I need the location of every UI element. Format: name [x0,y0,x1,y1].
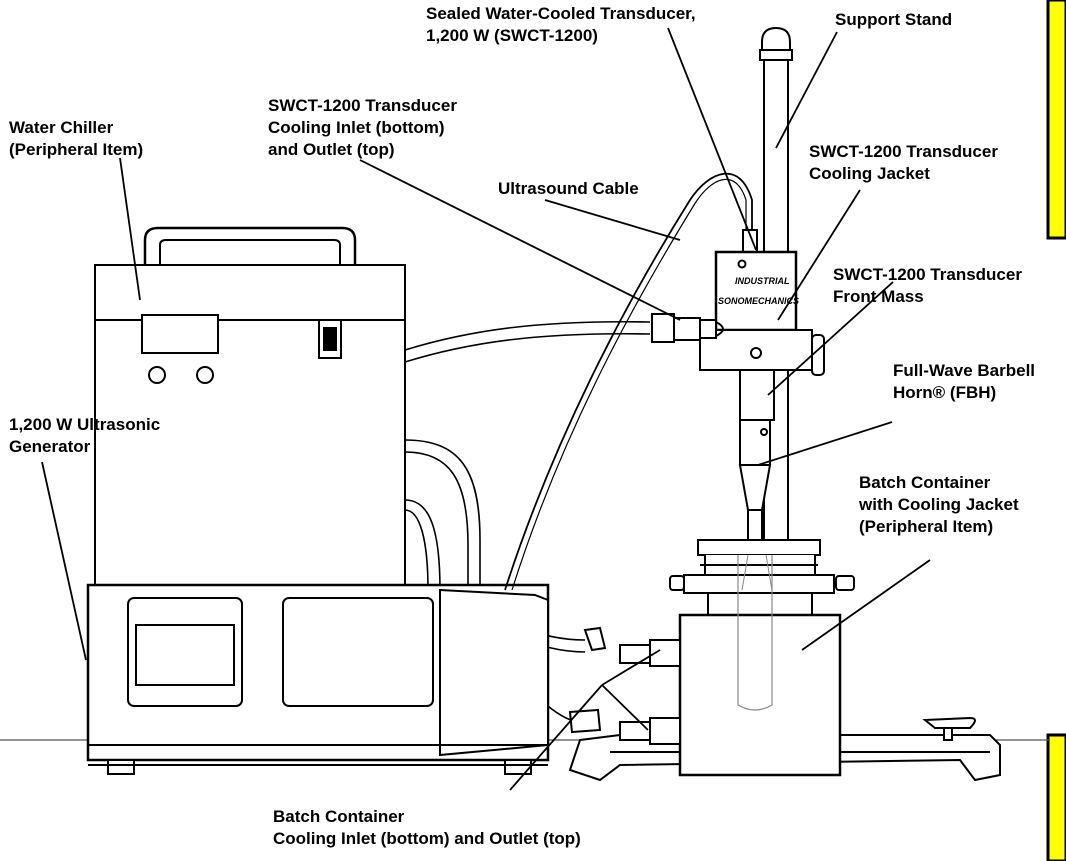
leader-lines [41,27,931,791]
label-transducer: Sealed Water-Cooled Transducer, 1,200 W … [426,4,696,45]
brand-text-line2: SONOMECHANICS [718,296,799,306]
label-front-mass: SWCT-1200 Transducer Front Mass [833,265,1022,306]
label-transducer-cooling-inlet: SWCT-1200 Transducer Cooling Inlet (bott… [268,96,457,159]
label-cooling-jacket: SWCT-1200 Transducer Cooling Jacket [809,142,998,183]
yellow-block-top [1046,0,1066,240]
chiller-display [141,314,219,354]
water-chiller [94,226,406,596]
label-barbell-horn: Full-Wave Barbell Horn® (FBH) [893,361,1036,402]
brand-text-line1: INDUSTRIAL [735,276,790,286]
label-ultrasound-cable: Ultrasound Cable [498,179,639,198]
yellow-block-bottom [1046,733,1066,861]
label-batch-container: Batch Container with Cooling Jacket (Per… [859,473,1019,536]
ultrasound-cable [504,172,753,591]
label-generator: 1,200 W Ultrasonic Generator [9,415,161,456]
label-batch-cooling-inlet: Batch Container Cooling Inlet (bottom) a… [273,807,581,848]
chiller-knob-left [148,366,166,384]
label-support-stand: Support Stand [835,10,953,29]
ultrasonic-generator [86,583,550,775]
label-water-chiller: Water Chiller (Peripheral Item) [9,118,144,159]
chiller-knob-right [196,366,214,384]
